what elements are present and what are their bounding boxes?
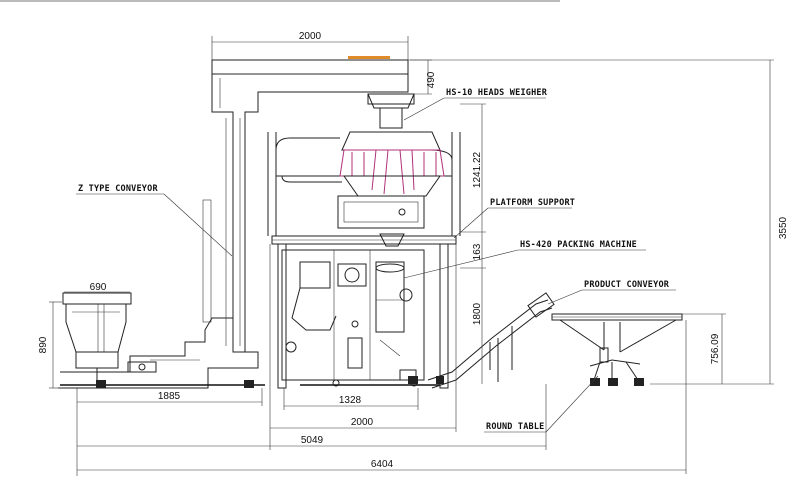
product-conveyor (408, 292, 555, 389)
dim-top-offset: 490 (426, 71, 437, 88)
dim-conveyor-length: 1885 (158, 391, 181, 402)
dim-feeder-height: 890 (38, 336, 49, 353)
label-product-conveyor: PRODUCT CONVEYOR (584, 280, 670, 290)
label-z-conveyor: Z TYPE CONVEYOR (78, 184, 158, 194)
accent-mark (348, 56, 390, 59)
dimension-lines (49, 36, 774, 476)
platform-structure (267, 132, 461, 389)
dim-table-height: 756.09 (710, 333, 721, 364)
dim-weigher-height: 1241.22 (472, 151, 483, 188)
label-packing-machine: HS-420 PACKING MACHINE (520, 240, 637, 250)
dim-overall-machine: 5049 (301, 435, 324, 446)
dim-platform-width: 2000 (351, 417, 374, 428)
label-round-table: ROUND TABLE (486, 422, 545, 432)
multihead-weigher (337, 93, 445, 247)
vibratory-feeder (62, 292, 132, 384)
dim-support-height: 163 (472, 243, 483, 260)
round-table (551, 313, 683, 386)
dim-overall-length: 6404 (371, 459, 394, 470)
dim-hopper-width: 2000 (299, 31, 322, 42)
dim-platform-height: 1800 (472, 302, 483, 325)
label-platform-support: PLATFORM SUPPORT (490, 198, 575, 208)
label-weigher: HS-10 HEADS WEIGHER (446, 88, 548, 98)
leader-lines (76, 97, 676, 433)
packing-machine (281, 249, 425, 387)
dim-machine-width: 1328 (339, 395, 362, 406)
dim-feeder-width: 690 (90, 282, 107, 293)
z-type-conveyor (58, 56, 440, 389)
dim-total-height: 3550 (778, 216, 789, 239)
